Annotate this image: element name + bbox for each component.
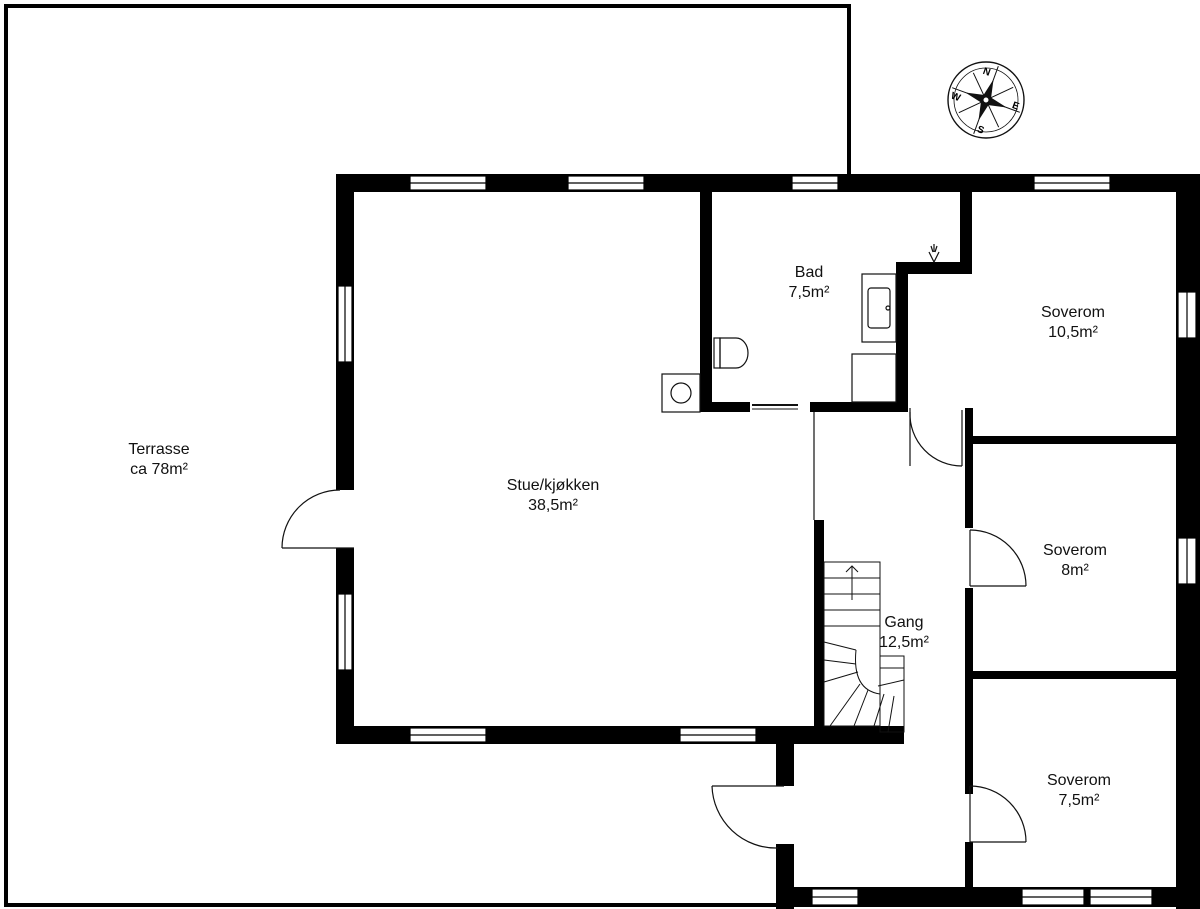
room-name: Soverom xyxy=(1042,542,1108,559)
room-area: 10,5m² xyxy=(1048,324,1098,341)
compass-e: E xyxy=(1010,100,1020,113)
room-area: 38,5m² xyxy=(528,497,578,514)
room-name: Bad xyxy=(794,264,824,281)
room-label-stue: Stue/kjøkken 38,5m² xyxy=(507,476,599,516)
room-label-soverom-3: Soverom 7,5m² xyxy=(1047,771,1111,811)
compass-w: W xyxy=(949,91,962,105)
room-label-bad: Bad 7,5m² xyxy=(789,263,830,303)
room-area: ca 78m² xyxy=(130,461,188,478)
room-name: Stue/kjøkken xyxy=(506,477,600,494)
room-name: Gang xyxy=(884,614,924,631)
compass-n: N xyxy=(981,66,992,79)
room-area: 7,5m² xyxy=(1058,792,1100,809)
interior-walls xyxy=(700,190,1180,892)
room-name: Soverom xyxy=(1046,772,1112,789)
room-label-terrasse: Terrasse ca 78m² xyxy=(128,440,189,480)
room-label-soverom-1: Soverom 10,5m² xyxy=(1041,303,1105,343)
windows xyxy=(337,175,1197,906)
room-name: Soverom xyxy=(1040,304,1106,321)
room-area: 12,5m² xyxy=(879,634,929,651)
compass-rose-icon: N E S W xyxy=(947,61,1025,139)
doors xyxy=(281,404,1027,849)
room-area: 8m² xyxy=(1061,562,1089,579)
room-label-soverom-2: Soverom 8m² xyxy=(1043,541,1107,581)
terrace-outline xyxy=(4,4,851,907)
room-name: Terrasse xyxy=(128,441,190,458)
staircase xyxy=(823,561,905,733)
compass-s: S xyxy=(975,124,985,137)
room-area: 7,5m² xyxy=(788,284,830,301)
bathroom-fixtures xyxy=(661,244,940,413)
room-label-gang: Gang 12,5m² xyxy=(879,613,929,653)
